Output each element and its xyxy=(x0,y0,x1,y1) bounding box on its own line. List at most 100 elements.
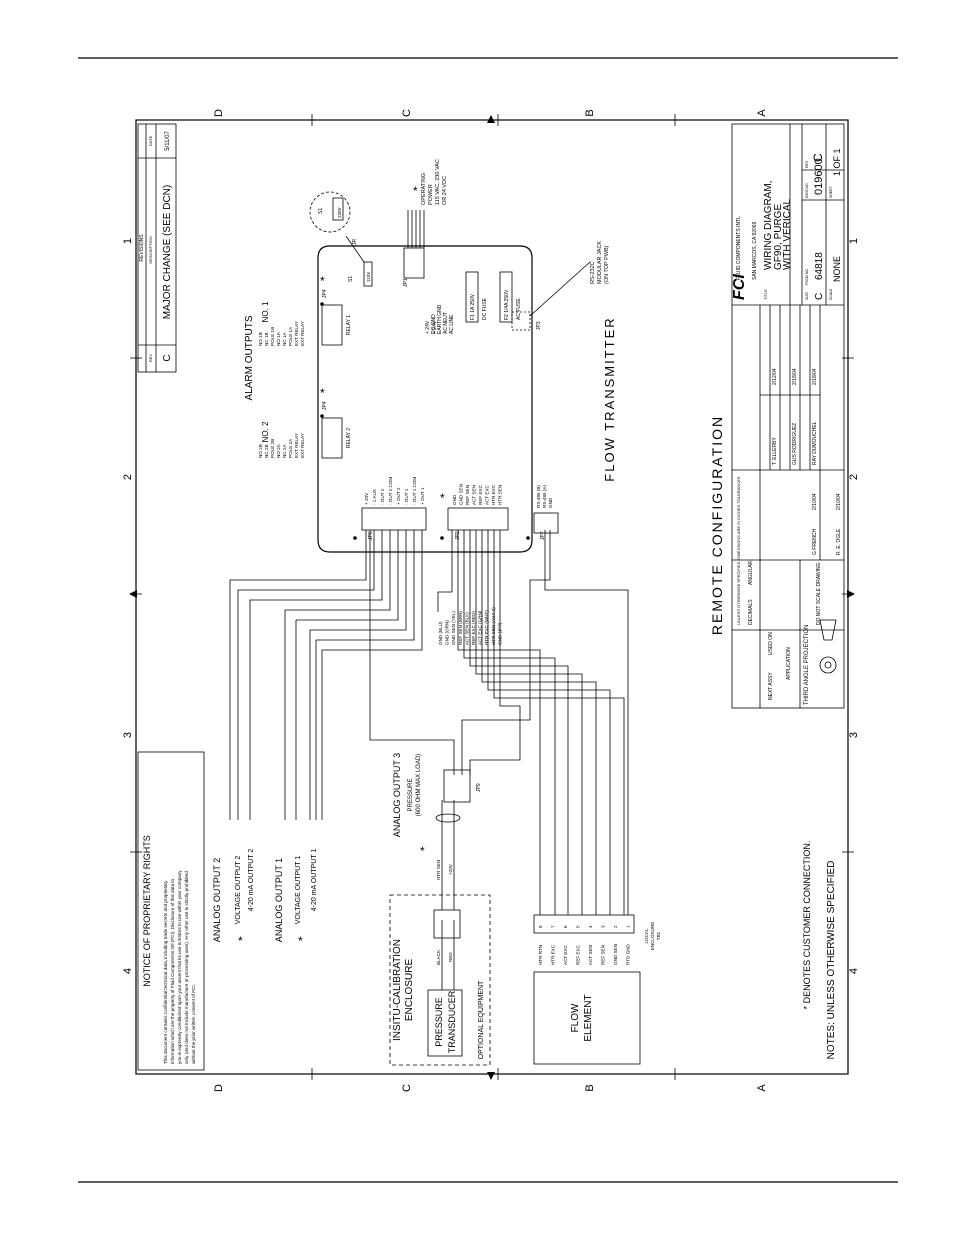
rev-col: REV xyxy=(148,354,153,363)
cage-label: FSCM NO xyxy=(805,269,809,285)
wire-black: BLACK xyxy=(436,949,441,965)
title-line1: WIRING DIAGRAM, xyxy=(763,181,774,270)
jp3-jack xyxy=(511,311,531,331)
notice-line-4: only (and does not include manufacture o… xyxy=(184,871,189,1064)
relay1-pin-label: POLE 1B xyxy=(270,327,275,346)
approved-date: 2/12/04 xyxy=(772,368,778,385)
analog-output-wires xyxy=(229,530,423,820)
jp2-pin-label: HTR EXC xyxy=(491,484,496,505)
flow-element-terminal: HTR RTN xyxy=(538,945,543,965)
f1-label: F1 1A 250V xyxy=(470,293,476,320)
center-arrow-left xyxy=(129,590,137,598)
pin-earth-gnd: EARTH GND xyxy=(437,304,443,334)
flow-element: FLOW ELEMENT LOCAL ENCLOSURE TB1 xyxy=(533,914,661,1065)
wire-label: HTR SEN (AUX 2) xyxy=(491,607,496,645)
insitu-terminal xyxy=(433,909,461,939)
jp7-label: JP7 xyxy=(540,531,546,540)
tb1-label: TB1 xyxy=(656,931,661,940)
center-arrow-top xyxy=(487,115,495,123)
rev-label: REV xyxy=(805,160,809,168)
cage-value: 64818 xyxy=(814,252,825,280)
jp7-connector: JP7 xyxy=(526,512,559,540)
flow-element-terminal: RTD GND xyxy=(626,943,631,965)
jp6-pin-label: - OUT 2 xyxy=(380,488,385,505)
engineer: RAY DUMOUCHEL xyxy=(812,421,818,465)
flow-transmitter-label: FLOW TRANSMITTER xyxy=(602,316,617,481)
tb1-terminal-block xyxy=(533,914,635,934)
zone-1-left: 1 xyxy=(122,238,134,244)
f1-fuse xyxy=(465,271,479,323)
jp2-pin-label: GND SEN xyxy=(459,484,464,505)
flow-element-terminal-number: 5 xyxy=(576,925,581,928)
qa-by: R. E. OGLE xyxy=(836,528,842,555)
zone-c-top: C xyxy=(401,109,413,117)
relay2-pin-label: POLE 2B xyxy=(270,439,275,458)
application: APPLICATION xyxy=(786,647,792,680)
s1-115: 115V xyxy=(366,272,371,282)
analog-output-labels: ANALOG OUTPUT 2 * VOLTAGE OUTPUT 2 4-20 … xyxy=(212,753,482,948)
pin-24v: + 24V xyxy=(425,320,431,334)
svg-text:you is expressly conditioned u: you is expressly conditioned upon your a… xyxy=(177,870,182,1064)
notice-line-3: you is expressly conditioned upon your a… xyxy=(177,870,182,1064)
notice-line-5: without the prior written consent of FCI… xyxy=(191,984,196,1064)
relay2-pin-label: POLE 2A xyxy=(288,438,293,458)
s1-230: 230V xyxy=(337,207,342,218)
svg-text:+ 24V: + 24V xyxy=(432,320,438,334)
zone-a-bottom: A xyxy=(756,1084,768,1092)
jp6-pin-label: - OUT 1 xyxy=(404,488,409,505)
note-denotes: * DENOTES CUSTOMER CONNECTION. xyxy=(802,841,812,1010)
enclosure-label: ENCLOSURE xyxy=(650,922,655,951)
wire-label: GND (JP7) xyxy=(497,622,502,645)
flow-element-label1: FLOW xyxy=(570,1003,581,1032)
jp2-pin-label: GND xyxy=(452,494,457,505)
flow-element-terminal-number: 7 xyxy=(551,925,556,928)
dc-fuse-label: DC FUSE xyxy=(482,297,488,320)
s1-detail-circle xyxy=(309,191,351,233)
relay2-label: RELAY 2 xyxy=(346,428,352,448)
insitu-enclosure: INSITU-CALIBRATION ENCLOSURE PRESSURE TR… xyxy=(389,800,491,1066)
jp2-pin-label: REF SEN xyxy=(465,485,470,505)
s1-detail-label: S1 xyxy=(318,208,324,214)
proprietary-notice: NOTICE OF PROPRIETARY RIGHTS xyxy=(137,751,205,1071)
tolerances: UNLESS OTHERWISE SPECIFIED DIMENSIONS AR… xyxy=(736,476,741,625)
dwg-number: 019600 xyxy=(813,158,825,195)
operating-label: OPERATING xyxy=(421,173,427,205)
zone-d-bottom: D xyxy=(213,1084,225,1092)
flow-element-terminal-number: 4 xyxy=(588,925,593,928)
wire-label: GND SEN (YEL) xyxy=(451,611,456,645)
alarm-no2: NO. 2 xyxy=(261,421,270,442)
modular-jack-label: MODULAR JACK xyxy=(597,241,603,284)
zone-4-left: 4 xyxy=(122,968,134,974)
jp7-pin-label: RS-485 (A) xyxy=(542,485,547,508)
jp7-pin-labels: RS-485 (B)RS-485 (A)GND xyxy=(536,485,553,508)
relay2-pin-label: NC 2B xyxy=(264,444,269,458)
notice-body: This document contains confidential tech… xyxy=(163,870,196,1064)
jp1-block xyxy=(403,247,425,279)
analog-out3-title: ANALOG OUTPUT 3 xyxy=(392,753,402,837)
jp7-pin-label: RS-485 (B) xyxy=(536,485,541,508)
jp7-pin-label: GND xyxy=(548,497,553,508)
flow-element-terminal-number: 3 xyxy=(601,925,606,928)
relay1-label: RELAY 1 xyxy=(346,315,352,335)
pressure-transducer-box xyxy=(427,989,463,1057)
projection-cone-icon xyxy=(819,619,837,641)
decimals: DECIMALS xyxy=(748,599,754,625)
optional-equipment: OPTIONAL EQUIPMENT xyxy=(478,980,485,1059)
zone-c-bottom: C xyxy=(401,1084,413,1092)
wire-label: REF SEN (BRN) xyxy=(458,611,463,645)
power-label: POWER xyxy=(428,184,434,205)
title-line3: WITH VERICAL xyxy=(782,198,793,270)
vdc-label: OR 24 VDC xyxy=(442,176,448,205)
s1-label: S1 xyxy=(348,276,354,282)
flow-element-terminal: ACT SEN xyxy=(588,945,593,965)
ma-out2: 4-20 mA OUTPUT 2 xyxy=(248,849,255,912)
htr-sen-label: HTR SEN xyxy=(436,860,441,880)
relay1-pin-label: EXT RELAY xyxy=(300,321,305,346)
projection-circle-icon xyxy=(819,656,837,674)
sensor-wires xyxy=(369,530,629,915)
on-top-label: (ON TOP PWB) xyxy=(604,245,610,284)
pressure-label: PRESSURE xyxy=(408,778,414,811)
jp9-block xyxy=(443,769,471,803)
